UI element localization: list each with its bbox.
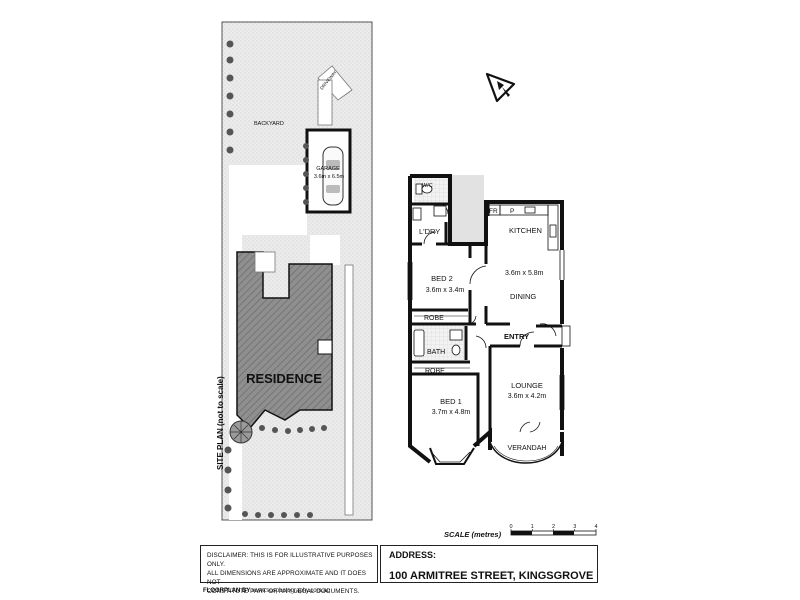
laundry-tub-icon bbox=[412, 205, 447, 221]
garage-size: 3.6m x 6.5m bbox=[314, 174, 345, 180]
scale-label: SCALE (metres) bbox=[444, 530, 502, 539]
entry-label: ENTRY bbox=[504, 332, 529, 341]
car-icon bbox=[322, 146, 344, 206]
credit-prefix: FLOORPLAN BY bbox=[203, 588, 251, 594]
toilet-icon bbox=[415, 183, 433, 195]
kitchen-label: KITCHEN bbox=[509, 226, 542, 235]
site-plan-label: SITE PLAN (not to scale) bbox=[216, 376, 225, 470]
bath-label: BATH bbox=[427, 349, 445, 356]
address-label: ADDRESS: bbox=[389, 550, 437, 560]
verandah-label: VERANDAH bbox=[508, 445, 547, 452]
tree-icon bbox=[229, 420, 253, 444]
disclaimer-line: DISCLAIMER: THIS IS FOR ILLUSTRATIVE PUR… bbox=[207, 552, 373, 568]
robe-label-top: ROBE bbox=[424, 315, 444, 322]
kitchen-bench-icon bbox=[487, 204, 559, 251]
lounge-label: LOUNGE bbox=[511, 381, 543, 390]
backyard-label: BACKYARD bbox=[254, 121, 284, 127]
address-value: 100 ARMITREE STREET, KINGSGROVE bbox=[389, 570, 594, 582]
residence-label: RESIDENCE bbox=[246, 371, 322, 386]
scale-tick-label: 0 bbox=[509, 524, 512, 530]
lounge-size: 3.6m x 4.2m bbox=[508, 393, 547, 400]
shrub-icons-garage bbox=[303, 143, 309, 205]
laundry-label: L'DRY bbox=[419, 227, 440, 236]
pantry-label: P bbox=[510, 208, 514, 215]
scale-tick-label: 1 bbox=[531, 524, 534, 530]
bed1-size: 3.7m x 4.8m bbox=[432, 409, 471, 416]
garage-label: GARAGE bbox=[316, 166, 340, 172]
fridge-label: FR bbox=[489, 208, 498, 215]
disclaimer-line: ALL DIMENSIONS ARE APPROXIMATE AND IT DO… bbox=[207, 570, 367, 586]
kitchen-size: 3.6m x 5.8m bbox=[505, 270, 544, 277]
bathtub-icon bbox=[413, 329, 463, 357]
bed1-label: BED 1 bbox=[440, 397, 462, 406]
bed2-size: 3.6m x 3.4m bbox=[426, 287, 465, 294]
disclaimer-box: DISCLAIMER: THIS IS FOR ILLUSTRATIVE PUR… bbox=[200, 545, 378, 595]
north-arrow-icon bbox=[485, 72, 516, 103]
robe-label-bottom: ROBE bbox=[425, 368, 445, 375]
scale-tick-label: 4 bbox=[594, 524, 597, 530]
site-plan: BACKYARD DRIVEWAY GARAGE 3.6m x 6.5m RES… bbox=[221, 21, 373, 521]
bed2-label: BED 2 bbox=[431, 274, 453, 283]
address-box: ADDRESS: 100 ARMITREE STREET, KINGSGROVE bbox=[380, 545, 598, 583]
credit-url[interactable]: www.sosphotography.com.au bbox=[252, 588, 330, 594]
dining-label: DINING bbox=[510, 292, 536, 301]
credit-line: FLOORPLAN BY www.sosphotography.com.au bbox=[203, 588, 330, 594]
scale-tick-label: 2 bbox=[552, 524, 555, 530]
shrub-icons-left bbox=[224, 40, 234, 512]
scale-bar: SCALE (metres) 0 1 2 3 4 bbox=[444, 524, 598, 539]
wc-label: W/C bbox=[422, 183, 433, 189]
disclaimer-line: CONSTITUTE PART OF ANY LEGAL DOCUMENTS. bbox=[207, 588, 360, 595]
floor-plan: W/C L'DRY FR P KITCHEN 3.6m x 5.8m DININ… bbox=[407, 174, 571, 465]
shrub-icons-front bbox=[242, 425, 327, 518]
scale-tick-label: 3 bbox=[573, 524, 576, 530]
